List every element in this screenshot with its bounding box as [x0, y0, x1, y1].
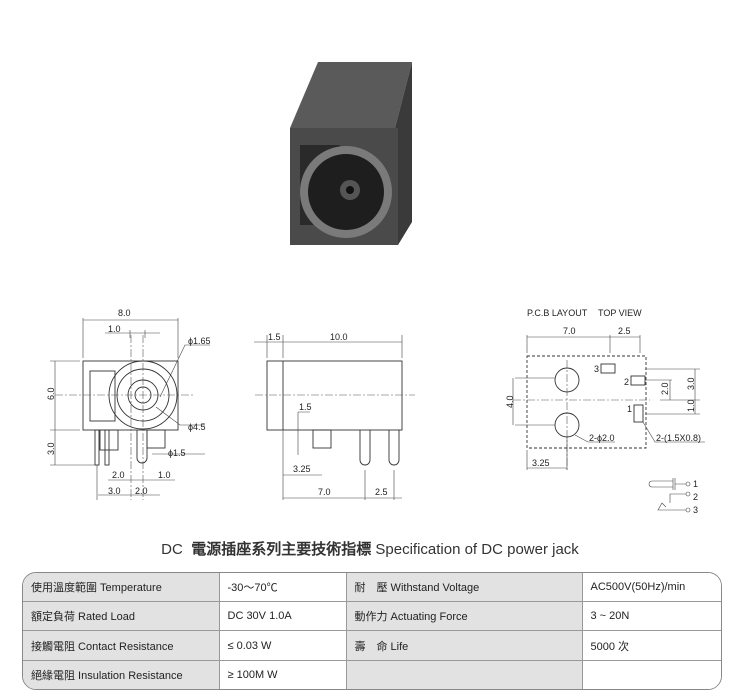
- dim-width: 8.0: [118, 308, 131, 318]
- terminal-1: 1: [693, 479, 698, 489]
- spec-value: 5000 次: [581, 630, 721, 661]
- pcb-dim-v1: 2.0: [660, 382, 670, 395]
- spec-value: 3 ~ 20N: [581, 601, 721, 632]
- pad-1-label: 1: [627, 404, 632, 414]
- dim-pitch: 2.5: [375, 487, 388, 497]
- dim-d1: 2.0: [112, 470, 125, 480]
- spec-value: -30～70℃: [218, 573, 347, 603]
- dim-hole: ϕ1.65: [188, 336, 211, 346]
- dim-outer: ϕ4.5: [188, 422, 206, 432]
- title-english: Specification of DC power jack: [375, 541, 579, 558]
- spec-label: 動作力 Actuating Force: [345, 601, 583, 632]
- side-view-drawing: 1.5 10.0 1.5 3.25 7.0 2.5: [254, 332, 415, 500]
- dim-d3: 3.0: [108, 486, 121, 496]
- spec-label: 耐 壓 Withstand Voltage: [345, 573, 583, 603]
- spec-value: DC 30V 1.0A: [218, 601, 347, 632]
- dim-offset: 1.0: [108, 324, 121, 334]
- dim-pin: ϕ1.5: [168, 448, 186, 458]
- pcb-layout-drawing: P.C.B LAYOUT TOP VIEW 7.0 2.5 4.0 2.0 3.…: [505, 308, 705, 470]
- title-prefix: DC: [161, 541, 183, 558]
- dim-d2: 1.0: [158, 470, 171, 480]
- dim-span: 7.0: [318, 487, 331, 497]
- table-row: 接觸電阻 Contact Resistance ≤ 0.03 W 壽 命 Lif…: [23, 630, 721, 661]
- dim-length: 10.0: [330, 332, 348, 342]
- pcb-dim-pitch: 2.5: [618, 326, 631, 336]
- spec-value: AC500V(50Hz)/min: [581, 573, 721, 603]
- pcb-title: P.C.B LAYOUT: [527, 308, 588, 318]
- title-chinese: 電源插座系列主要技術指標: [191, 541, 372, 558]
- pcb-pads: 2-(1.5X0.8): [656, 433, 701, 443]
- dim-pin-length: 3.0: [46, 442, 56, 455]
- spec-value: [581, 659, 721, 689]
- pcb-dim-width: 7.0: [563, 326, 576, 336]
- pad-2-label: 2: [624, 377, 629, 387]
- front-view-drawing: 8.0 1.0 ϕ1.65 ϕ4.5 ϕ1.5 6.0 3.0 2.0 1.0 …: [46, 308, 211, 500]
- spec-label: 額定負荷 Rated Load: [23, 601, 220, 632]
- terminal-2: 2: [693, 492, 698, 502]
- table-row: 使用溫度範圍 Temperature -30～70℃ 耐 壓 Withstand…: [23, 573, 721, 603]
- schematic-symbol: 1 2 3: [648, 478, 698, 515]
- terminal-3: 3: [693, 505, 698, 515]
- dim-pin-x: 3.25: [293, 464, 311, 474]
- dim-d4: 2.0: [135, 486, 148, 496]
- spec-label: [345, 659, 583, 689]
- spec-value: ≥ 100M W: [218, 659, 347, 689]
- pcb-dim-height: 4.0: [505, 395, 515, 408]
- table-row: 絕緣電阻 Insulation Resistance ≥ 100M W: [23, 659, 721, 689]
- pcb-dim-v2: 3.0: [686, 377, 696, 390]
- table-row: 額定負荷 Rated Load DC 30V 1.0A 動作力 Actuatin…: [23, 601, 721, 632]
- dim-front: 1.5: [268, 332, 281, 342]
- spec-label: 接觸電阻 Contact Resistance: [23, 630, 220, 661]
- pcb-view: TOP VIEW: [598, 308, 642, 318]
- dim-height: 6.0: [46, 387, 56, 400]
- spec-label: 使用溫度範圍 Temperature: [23, 573, 220, 603]
- dim-pin-height: 1.5: [299, 402, 312, 412]
- pcb-holes: 2-ϕ2.0: [589, 433, 615, 443]
- spec-label: 絕緣電阻 Insulation Resistance: [23, 659, 220, 689]
- pcb-dim-x: 3.25: [532, 458, 550, 468]
- spec-value: ≤ 0.03 W: [218, 630, 347, 661]
- spec-label: 壽 命 Life: [345, 630, 583, 661]
- pcb-dim-v3: 1.0: [686, 399, 696, 412]
- product-photo: [290, 62, 412, 245]
- spec-title: DC 電源插座系列主要技術指標 Specification of DC powe…: [0, 538, 740, 559]
- spec-table: 使用溫度範圍 Temperature -30～70℃ 耐 壓 Withstand…: [22, 572, 722, 690]
- pad-3-label: 3: [594, 364, 599, 374]
